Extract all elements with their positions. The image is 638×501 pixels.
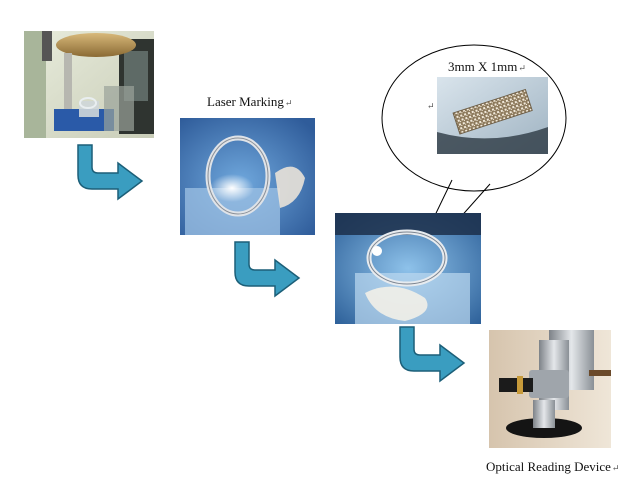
optical-reading-label: Optical Reading Device↵: [486, 459, 619, 475]
bent-down-right-arrow-icon: [234, 241, 301, 298]
laser-marking-label-text: Laser Marking: [207, 94, 284, 109]
bent-down-right-arrow-icon: [399, 326, 466, 383]
callout-size-label-text: 3mm X 1mm: [448, 59, 518, 74]
bent-down-right-arrow-icon: [77, 144, 144, 201]
photo-laser-marking: [180, 118, 315, 235]
photo-mark-closeup: [437, 77, 548, 154]
flow-arrow-shape: [234, 241, 301, 298]
callout-size-label: 3mm X 1mm↵: [448, 59, 526, 75]
return-mark-icon: ↵: [611, 463, 620, 473]
return-mark-icon: ↵: [427, 101, 435, 111]
flow-arrow-shape: [77, 144, 144, 201]
callout-return-mark: ↵: [426, 97, 435, 113]
optical-reading-label-text: Optical Reading Device: [486, 459, 611, 474]
flow-arrow-shape: [399, 326, 466, 383]
photo-marking-machine: [24, 31, 154, 138]
photo-marked-ring: [335, 213, 481, 324]
return-mark-icon: ↵: [284, 98, 293, 108]
laser-marking-label: Laser Marking↵: [207, 94, 292, 110]
return-mark-icon: ↵: [518, 63, 526, 73]
photo-optical-reading-device: [489, 330, 611, 448]
